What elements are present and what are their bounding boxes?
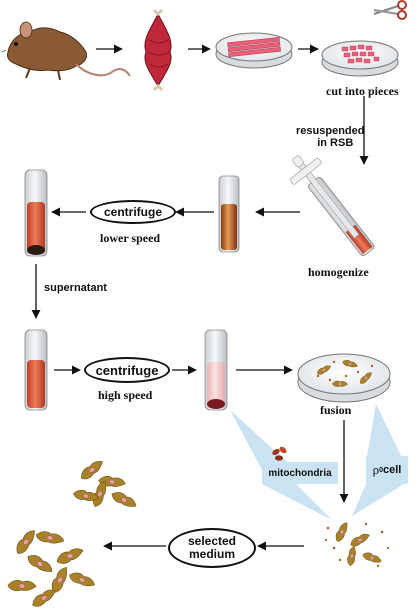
selected-line1: selected xyxy=(187,533,237,548)
tissue-pieces xyxy=(341,44,380,64)
mitochondria-callout-pointer xyxy=(230,410,296,470)
scissors-icon xyxy=(373,0,407,20)
resuspended-line1: resuspended xyxy=(296,125,365,137)
selected-line2: medium xyxy=(188,547,235,561)
rho-superscript: 0 xyxy=(379,466,384,474)
supernatant-label: supernatant xyxy=(44,282,107,294)
homogenize-label: homogenize xyxy=(308,265,369,279)
mitochondria-icon xyxy=(272,446,287,461)
cut-into-pieces-label: cut into pieces xyxy=(326,84,399,98)
fusion-label: fusion xyxy=(320,403,352,417)
homogenizer-icon xyxy=(289,155,375,257)
mitochondria-callout-pointer-lower xyxy=(262,484,332,520)
test-tube-icon xyxy=(24,169,48,257)
mitochondria-label: mitochondria xyxy=(268,467,332,479)
petri-dish-icon xyxy=(215,32,293,69)
cell-icon xyxy=(72,458,139,513)
rho0-callout-pointer xyxy=(366,404,404,462)
tissue-strips xyxy=(227,37,281,57)
muscle-icon xyxy=(144,8,172,92)
petri-dish-icon xyxy=(321,40,399,77)
mitochondria-callout: mitochondria xyxy=(262,462,338,484)
rho0-callout-pointer-lower xyxy=(352,484,404,516)
centrifuge-oval-high: centrifuge xyxy=(84,357,170,383)
resuspended-line2: in RSB xyxy=(317,136,354,149)
test-tube-icon xyxy=(24,329,48,411)
resuspended-label: resuspended in RSB xyxy=(296,125,365,149)
test-tube-icon xyxy=(204,329,228,411)
lower-speed-label: lower speed xyxy=(100,231,161,245)
cell-icon xyxy=(6,527,97,609)
high-speed-label: high speed xyxy=(98,388,153,402)
selected-medium-oval: selected medium xyxy=(168,528,256,568)
rho-symbol: ρ xyxy=(372,462,380,477)
centrifuge-oval-low: centrifuge xyxy=(90,200,176,224)
test-tube-icon xyxy=(218,175,240,253)
cell-label: cell xyxy=(383,464,402,476)
petri-dish-icon xyxy=(297,353,391,403)
mouse-icon xyxy=(1,21,131,81)
